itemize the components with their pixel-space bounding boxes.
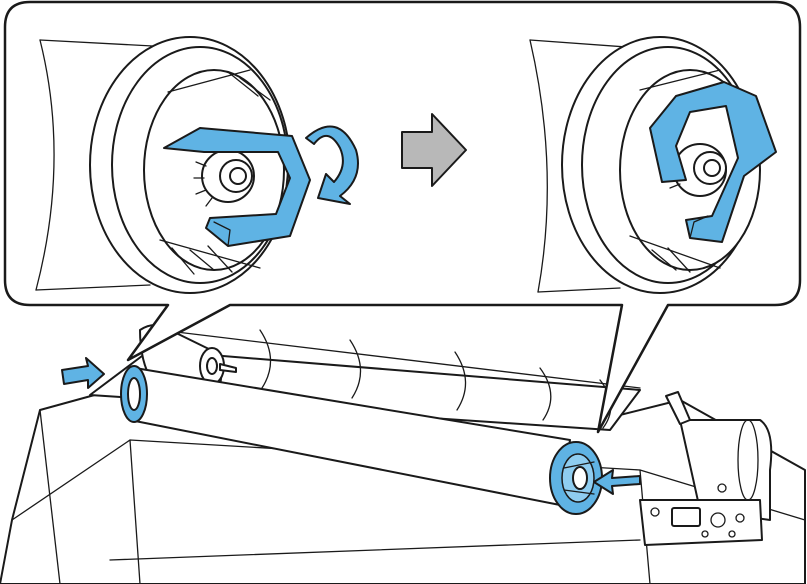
printer — [0, 329, 806, 584]
push-arrow-left-icon — [593, 469, 641, 495]
right-roll-adapter — [549, 441, 603, 515]
control-panel — [639, 499, 763, 546]
curved-rotate-arrow-icon — [305, 125, 359, 205]
panel-lever-locked — [529, 36, 777, 294]
push-arrow-right-icon — [61, 357, 105, 389]
right-arrow-icon — [401, 113, 467, 187]
panel-lever-unlocked — [35, 36, 359, 294]
